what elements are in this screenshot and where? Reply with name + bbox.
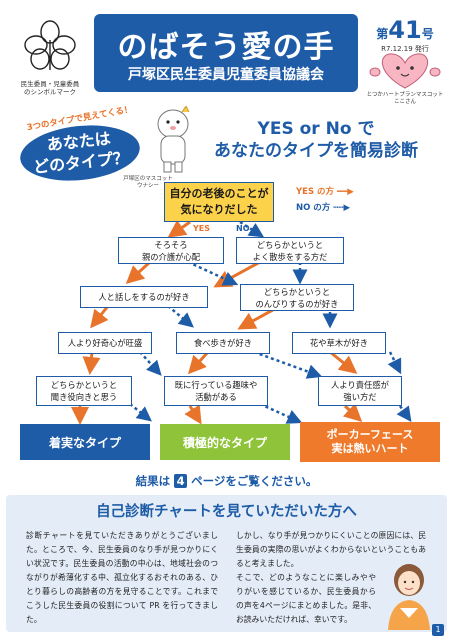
result-reference: 結果は 4 ページをご覧ください。 (135, 474, 318, 488)
diagnosis-headline: YES or No で あなたのタイプを簡易診断 (214, 119, 418, 161)
node-relax: どちらかというとのんびりするのが好き (240, 284, 354, 311)
result-steady-type: 着実なタイプ (20, 424, 150, 460)
issue-number: 第41号 (376, 16, 434, 44)
no-arrow-icon: ┅┅▶ (333, 203, 351, 213)
node-hobby: 既に行っている趣味や活動がある (164, 376, 268, 406)
mascot-icon (157, 105, 190, 173)
panel-title: 自己診断チャートを見ていただいた方へ (96, 504, 357, 520)
volunteer-illustration (380, 558, 438, 630)
issue-info: 第41号 R7.12.19 発行 (370, 16, 440, 54)
newsletter-title: のばそう愛の手 (117, 30, 335, 65)
result-poker-face-type: ポーカーフェース実は熱いハート (300, 422, 440, 462)
mascot-caption: 戸塚区のマスコット ウナシー (123, 176, 173, 189)
unasea-mascot (152, 105, 194, 176)
yes-arrow-icon: ━━▶ (337, 187, 354, 197)
result-active-type: 積極的なタイプ (160, 424, 290, 460)
node-curious: 人より好奇心が旺盛 (58, 332, 152, 354)
node-responsibility: 人より責任感が強い方だ (318, 376, 402, 406)
panel-text-left: 診断チャートを見ていただきありがとうございました。ところで、今、民生委員のなり手… (26, 531, 218, 624)
message-panel (6, 495, 447, 632)
start-question: 自分の老後のことが 気になりだした (164, 182, 274, 222)
symbol-mark: 民生委員・児童委員 のシンボルマーク (14, 18, 86, 104)
newsletter-subtitle: 戸塚区民生委員児童委員協議会 (128, 67, 324, 83)
newsletter-title-box: のばそう愛の手 戸塚区民生委員児童委員協議会 (94, 14, 358, 92)
result-page-badge: 4 (174, 474, 188, 488)
node-food: 食べ歩きが好き (176, 332, 270, 354)
legend-yes: YES の方 (296, 187, 335, 197)
page-number: 1 (432, 624, 444, 636)
panel-text-right-bottom: そこで、どのようなことに楽しみややりがいを感じているか、民生委員からの声を4ペー… (236, 573, 376, 624)
yes-no-legend: YES の方 ━━▶ NO の方 ┅┅▶ (296, 184, 354, 216)
node-listener: どちらかというと聞き役向きと思う (36, 376, 132, 406)
heart-mascot: とつかハートプランマスコット ここさん (365, 48, 445, 105)
emblem-caption: 民生委員・児童委員 のシンボルマーク (20, 80, 80, 96)
issue-date: R7.12.19 発行 (381, 45, 429, 53)
node-walk: どちらかというとよく散歩をする方だ (236, 237, 344, 264)
heart-mascot-icon (369, 53, 441, 89)
yes-label: YES (193, 224, 211, 233)
node-talk: 人と話しをするのが好き (80, 286, 208, 308)
no-label: NO (236, 224, 250, 233)
legend-no: NO の方 (296, 203, 331, 213)
node-parent-care: そろそろ親の介護が心配 (118, 237, 224, 264)
woman-icon (388, 564, 430, 630)
clover-emblem-icon (24, 20, 76, 70)
panel-text-right-top: しかし、なり手が見つかりにくいことの原因には、民生委員の実際の思いがよくわからな… (236, 531, 426, 568)
no-arrows (129, 220, 412, 424)
node-flower: 花や草木が好き (292, 332, 386, 354)
